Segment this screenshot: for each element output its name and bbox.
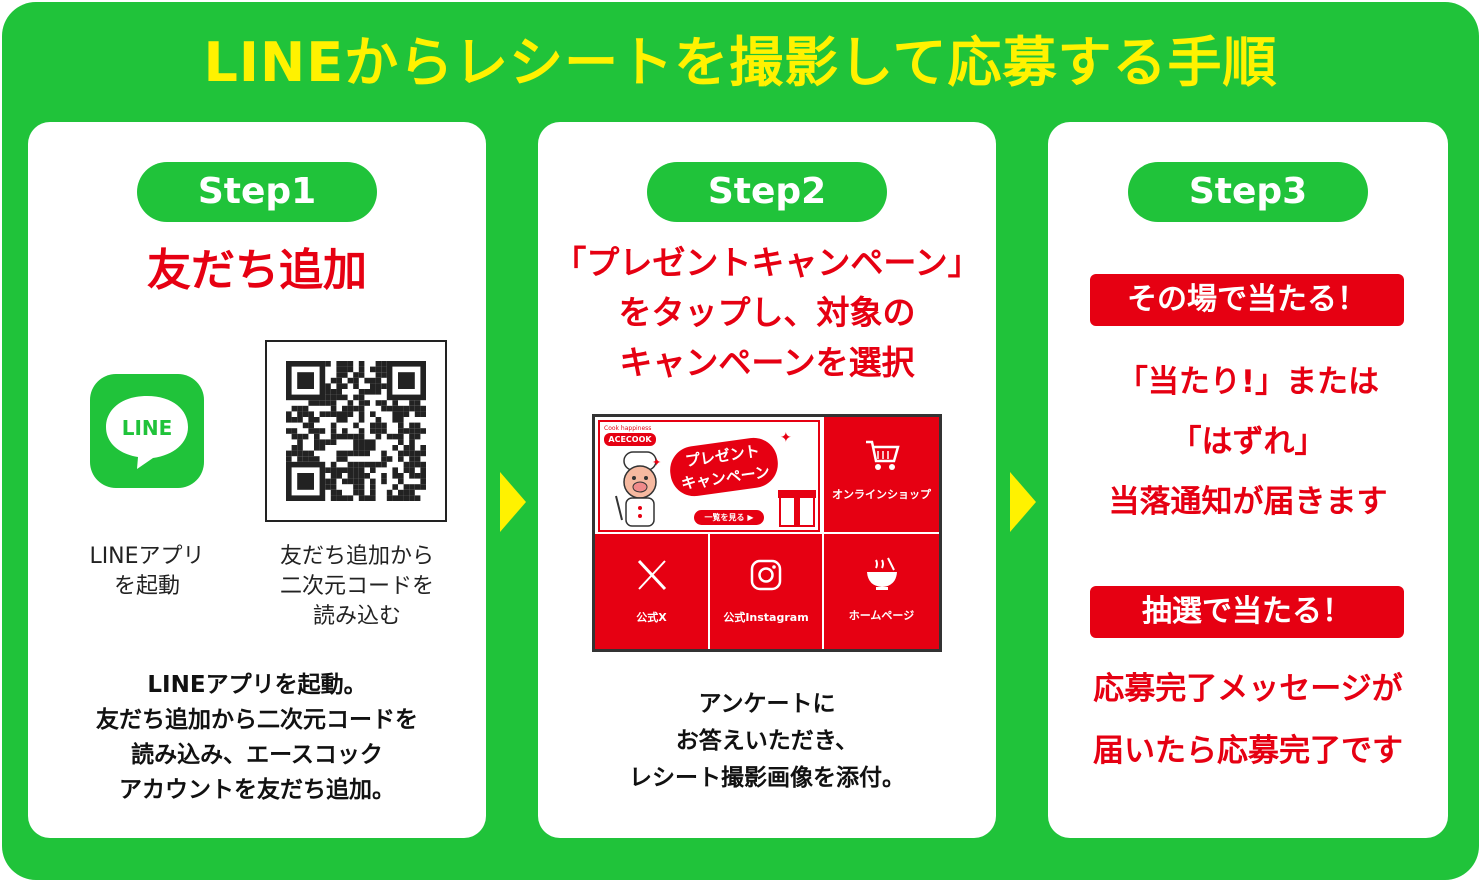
gift-box-icon — [778, 490, 816, 527]
tile-label: 公式Instagram — [723, 611, 809, 624]
campaign-title-bubble: プレゼント キャンペーン — [667, 434, 781, 500]
step1-panel: Step1 友だち追加 LINE LINEアプリ を起動 友だち追加から 二次元… — [28, 122, 486, 838]
step3-pill: Step3 — [1128, 162, 1368, 222]
instant-win-text: 「当たり!」または 「はずれ」 当落通知が届きます — [1048, 352, 1448, 532]
heading-line: をタップし、対象の — [618, 293, 916, 332]
desc-line: LINEアプリを起動。 — [147, 672, 367, 698]
lottery-text: 応募完了メッセージが 届いたら応募完了です — [1048, 658, 1448, 782]
pig-chef-mascot-icon — [615, 451, 657, 527]
arrow-right-icon — [500, 472, 526, 532]
caption-line: 友だち追加から — [279, 544, 434, 569]
tile-label: オンラインショップ — [832, 488, 931, 501]
step2-heading: 「プレゼントキャンペーン」 をタップし、対象の キャンペーンを選択 — [538, 238, 996, 388]
sparkle-icon: ✦ — [780, 430, 792, 446]
result-line: 応募完了メッセージが — [1093, 671, 1403, 707]
step1-heading: 友だち追加 — [147, 245, 367, 296]
instagram-icon — [750, 559, 782, 591]
caption-line: LINEアプリ — [89, 544, 205, 569]
tile-label: 公式X — [636, 611, 667, 624]
arrow-right-icon — [1010, 472, 1036, 532]
view-list-button[interactable]: 一覧を見る ▶ — [694, 510, 764, 525]
tile-official-instagram[interactable]: 公式Instagram — [710, 534, 822, 649]
lottery-badge: 抽選で当たる！ — [1090, 586, 1404, 638]
line-menu-mockup: Cook happiness ACECOOK プレゼント キャンペーン 一覧を見… — [592, 414, 942, 652]
line-app-icon: LINE — [90, 374, 204, 488]
desc-line: アカウントを友だち追加。 — [119, 777, 395, 803]
heading-line: キャンペーンを選択 — [619, 343, 915, 382]
noodle-bowl-icon — [866, 557, 897, 590]
qr-code — [265, 340, 447, 522]
result-line: 届いたら応募完了です — [1093, 733, 1403, 769]
step2-panel: Step2 「プレゼントキャンペーン」 をタップし、対象の キャンペーンを選択 … — [538, 122, 996, 838]
caption-line: 二次元コードを — [279, 574, 434, 599]
step1-description: LINEアプリを起動。 友だち追加から二次元コードを 読み込み、エースコック ア… — [38, 668, 476, 808]
caption-line: を起動 — [113, 574, 180, 599]
tile-online-shop[interactable]: オンラインショップ — [824, 417, 939, 532]
desc-line: 友だち追加から二次元コードを — [96, 707, 418, 733]
acecook-logo: ACECOOK — [604, 433, 656, 446]
brand-tagline: Cook happiness — [604, 425, 652, 432]
step3-panel: Step3 その場で当たる！ 「当たり!」または 「はずれ」 当落通知が届きます… — [1048, 122, 1448, 838]
caption-line: 読み込む — [312, 604, 401, 629]
qr-code-icon — [286, 361, 426, 501]
step2-description: アンケートに お答えいただき、 レシート撮影画像を添付。 — [548, 686, 986, 797]
page-title: LINEからレシートを撮影して応募する手順 — [203, 31, 1278, 94]
result-line: 「はずれ」 — [1170, 424, 1326, 460]
x-logo-icon — [637, 559, 666, 591]
desc-line: レシート撮影画像を添付。 — [629, 765, 905, 791]
line-icon-text: LINE — [122, 416, 173, 440]
present-campaign-banner[interactable]: Cook happiness ACECOOK プレゼント キャンペーン 一覧を見… — [598, 420, 820, 532]
result-line: 「当たり!」または — [1116, 364, 1380, 400]
heading-line: 「プレゼントキャンペーン」 — [553, 243, 981, 282]
tile-homepage[interactable]: ホームページ — [824, 534, 939, 649]
instant-win-badge: その場で当たる！ — [1090, 274, 1404, 326]
tile-official-x[interactable]: 公式X — [595, 534, 708, 649]
desc-line: アンケートに — [698, 691, 836, 717]
result-line: 当落通知が届きます — [1108, 484, 1388, 520]
caption-scan-qr: 友だち追加から 二次元コードを 読み込む — [254, 542, 460, 632]
caption-launch-line: LINEアプリ を起動 — [62, 542, 232, 602]
speech-bubble-icon: LINE — [106, 396, 188, 469]
sparkle-icon: ✦ — [652, 456, 662, 469]
desc-line: お答えいただき、 — [675, 728, 859, 754]
desc-line: 読み込み、エースコック — [131, 742, 383, 768]
step1-pill: Step1 — [137, 162, 377, 222]
step2-pill: Step2 — [647, 162, 887, 222]
tile-label: ホームページ — [848, 609, 915, 622]
shopping-cart-icon — [865, 440, 900, 470]
